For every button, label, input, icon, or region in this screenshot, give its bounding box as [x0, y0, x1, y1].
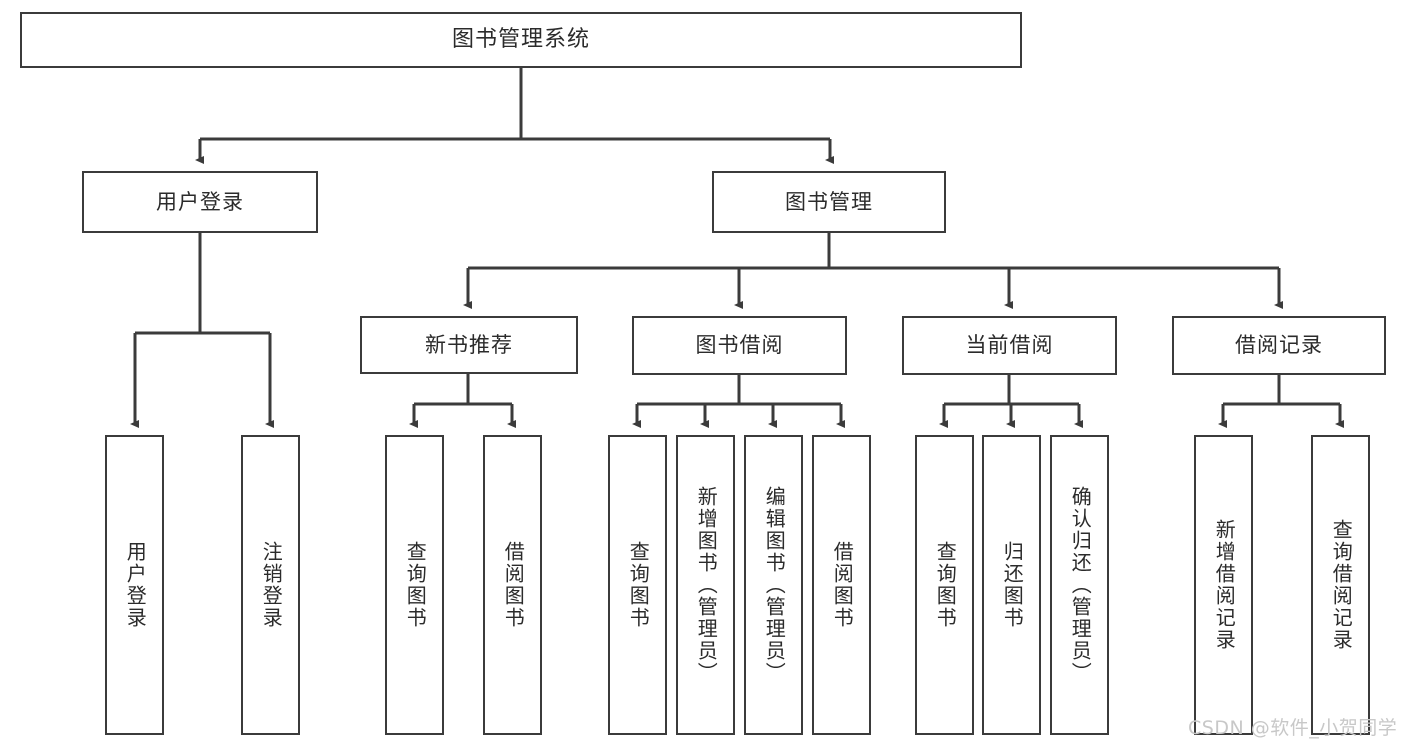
node-user-login[interactable]: 用户登录: [82, 171, 318, 233]
node-label: 用户登录: [123, 541, 148, 629]
leaf-query-book-recommend[interactable]: 查询图书: [385, 435, 444, 735]
node-label: 归还图书: [1000, 541, 1025, 629]
leaf-query-book-borrow[interactable]: 查询图书: [608, 435, 667, 735]
node-label: 图书借阅: [695, 333, 784, 358]
node-label: 查询图书: [403, 541, 428, 629]
node-label: 查询借阅记录: [1329, 519, 1354, 651]
node-label: 图书管理系统: [451, 27, 590, 53]
leaf-edit-book-admin[interactable]: 编辑图书（管理员）: [744, 435, 803, 735]
leaf-user-login[interactable]: 用户登录: [105, 435, 164, 735]
leaf-query-borrow-record[interactable]: 查询借阅记录: [1311, 435, 1370, 735]
leaf-logout-login[interactable]: 注销登录: [241, 435, 300, 735]
leaf-query-book-current[interactable]: 查询图书: [915, 435, 974, 735]
node-book-management[interactable]: 图书管理: [712, 171, 946, 233]
node-label: 查询图书: [933, 541, 958, 629]
node-label: 借阅记录: [1235, 333, 1323, 358]
leaf-add-borrow-record[interactable]: 新增借阅记录: [1194, 435, 1253, 735]
node-label: 新书推荐: [425, 332, 513, 357]
csdn-watermark: CSDN @软件_小贺同学: [1188, 717, 1398, 739]
node-current-borrow[interactable]: 当前借阅: [902, 316, 1117, 375]
node-label: 查询图书: [626, 541, 651, 629]
leaf-borrow-book[interactable]: 借阅图书: [812, 435, 871, 735]
node-root-system[interactable]: 图书管理系统: [20, 12, 1022, 68]
node-label: 注销登录: [259, 541, 284, 629]
node-label: 借阅图书: [501, 541, 526, 629]
leaf-borrow-book-recommend[interactable]: 借阅图书: [483, 435, 542, 735]
node-borrow-record[interactable]: 借阅记录: [1172, 316, 1386, 375]
node-book-borrow[interactable]: 图书借阅: [632, 316, 847, 375]
node-label: 图书管理: [785, 189, 873, 214]
node-label: 新增借阅记录: [1212, 519, 1237, 651]
leaf-return-book[interactable]: 归还图书: [982, 435, 1041, 735]
leaf-confirm-return-admin[interactable]: 确认归还（管理员）: [1050, 435, 1109, 735]
node-label: 用户登录: [156, 189, 244, 214]
node-new-book-recommend[interactable]: 新书推荐: [360, 316, 578, 374]
node-label: 编辑图书（管理员）: [762, 486, 787, 684]
leaf-add-book-admin[interactable]: 新增图书（管理员）: [676, 435, 735, 735]
node-label: 新增图书（管理员）: [694, 486, 719, 684]
node-label: 确认归还（管理员）: [1068, 486, 1093, 684]
node-label: 当前借阅: [965, 333, 1054, 358]
node-label: 借阅图书: [830, 541, 855, 629]
